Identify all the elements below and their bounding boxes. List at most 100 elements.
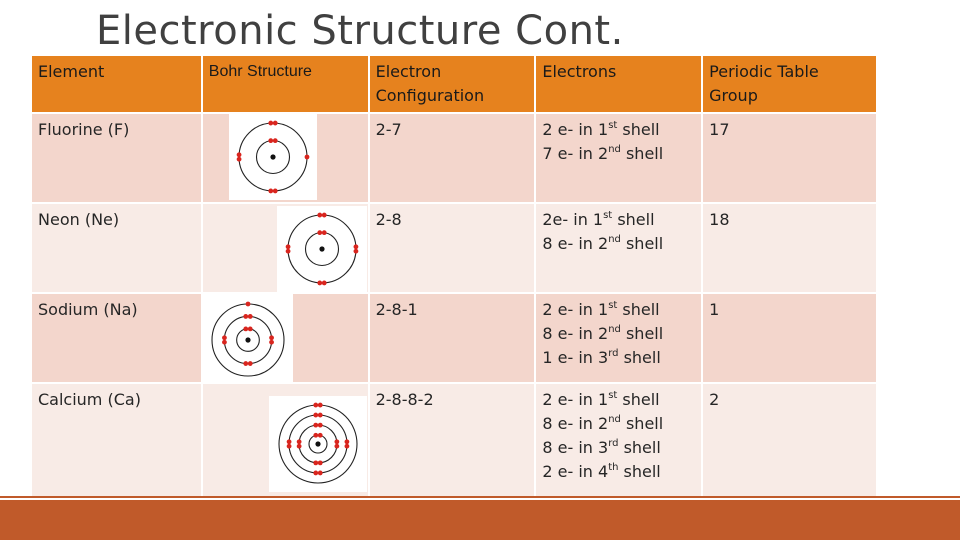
shell-line: 2 e- in 1st shell	[542, 119, 660, 139]
periodic-group: 17	[703, 114, 876, 202]
shell-line: 8 e- in 3rd shell	[542, 437, 661, 457]
electron	[334, 439, 340, 445]
electron	[317, 402, 323, 408]
electron	[286, 439, 292, 445]
electron	[313, 460, 318, 466]
electron	[317, 422, 323, 428]
bohr-cell	[202, 204, 368, 292]
electron	[286, 443, 292, 449]
electron	[221, 339, 227, 345]
table-row: Fluorine (F) 2-7 2 e- in 1st shell 7 e- …	[32, 114, 876, 202]
header-bohr-structure: Bohr Structure	[202, 56, 368, 112]
header-element: Element	[32, 56, 201, 112]
table-row: Neon (Ne) 2-8 2e- in 1st shell 8 e- in 2…	[32, 204, 876, 292]
header-row: Element Bohr Structure Electron Configur…	[32, 56, 876, 112]
electron	[296, 443, 302, 449]
electron	[285, 244, 291, 250]
electron	[285, 248, 291, 254]
electrons-description: 2e- in 1st shell 8 e- in 2nd shell	[536, 204, 702, 292]
electron	[243, 326, 248, 332]
nucleus	[270, 154, 276, 160]
bohr-diagram-neon	[276, 206, 367, 292]
electron	[317, 412, 323, 418]
footer-rule	[0, 496, 960, 498]
bohr-diagram-calcium	[268, 396, 367, 492]
bohr-cell	[202, 114, 368, 202]
periodic-group: 1	[703, 294, 876, 382]
electronic-structure-table: Element Bohr Structure Electron Configur…	[30, 54, 878, 498]
electrons-description: 2 e- in 1st shell 8 e- in 2nd shell 1 e-…	[536, 294, 702, 382]
electron	[268, 138, 273, 144]
electron	[313, 412, 318, 418]
shell-line: 8 e- in 2nd shell	[542, 233, 664, 253]
electron	[243, 314, 248, 319]
electron	[334, 443, 340, 449]
electron	[268, 335, 274, 341]
element-name: Neon (Ne)	[32, 204, 201, 292]
table-row: Sodium (Na) 2-8-1 2 e- in 1st shell 8 e-…	[32, 294, 876, 386]
electron	[247, 361, 253, 366]
electron	[304, 154, 310, 160]
electron	[321, 212, 327, 218]
element-name: Calcium (Ca)	[32, 384, 201, 496]
shell-line: 8 e- in 2nd shell	[542, 323, 664, 343]
shell-line: 8 e- in 2nd shell	[542, 413, 664, 433]
electron	[247, 314, 253, 319]
element-name: Fluorine (F)	[32, 114, 201, 202]
header-periodic-table-group: Periodic Table Group	[703, 56, 876, 112]
electron	[272, 120, 278, 126]
electron	[221, 335, 227, 341]
electron-configuration: 2-7	[369, 114, 535, 202]
slide-title: Electronic Structure Cont.	[96, 8, 624, 54]
nucleus	[319, 246, 325, 252]
bohr-diagram-fluorine	[228, 114, 317, 200]
electron	[321, 230, 327, 236]
electron	[268, 188, 273, 194]
electron	[344, 443, 350, 449]
electron	[313, 432, 318, 438]
electron	[353, 244, 359, 250]
shell-line: 7 e- in 2nd shell	[542, 143, 664, 163]
electron	[317, 470, 323, 476]
electron	[353, 248, 359, 254]
electron	[247, 326, 253, 332]
bohr-cell	[202, 294, 368, 386]
electron	[236, 156, 242, 162]
electron	[317, 280, 322, 286]
electron	[243, 361, 248, 366]
electron	[344, 439, 350, 445]
electron	[245, 301, 251, 307]
shell-line: 2 e- in 4th shell	[542, 461, 661, 481]
electrons-description: 2 e- in 1st shell 7 e- in 2nd shell	[536, 114, 702, 202]
electron	[317, 432, 323, 438]
footer-band	[0, 500, 960, 540]
electron	[272, 188, 278, 194]
electron	[317, 212, 322, 218]
header-electrons: Electrons	[536, 56, 702, 112]
electron	[296, 439, 302, 445]
table-row: Calcium (Ca) 2-8-8-2 2 e- in 1st shell 8…	[32, 384, 876, 496]
electron	[317, 230, 322, 236]
electron-configuration: 2-8	[369, 204, 535, 292]
header-electron-configuration: Electron Configuration	[369, 56, 535, 112]
periodic-group: 18	[703, 204, 876, 292]
bohr-cell	[202, 384, 368, 496]
electron	[313, 470, 318, 476]
shell-line: 2 e- in 1st shell	[542, 389, 660, 409]
nucleus	[315, 441, 321, 447]
shell-line: 1 e- in 3rd shell	[542, 347, 661, 367]
shell-line: 2e- in 1st shell	[542, 209, 655, 229]
electron	[268, 120, 273, 126]
electron	[272, 138, 278, 144]
periodic-group: 2	[703, 384, 876, 496]
nucleus	[245, 337, 251, 343]
electron	[236, 152, 242, 158]
shell-line: 2 e- in 1st shell	[542, 299, 660, 319]
electrons-description: 2 e- in 1st shell 8 e- in 2nd shell 8 e-…	[536, 384, 702, 496]
bohr-diagram-sodium	[202, 294, 293, 386]
electron	[317, 460, 323, 466]
electron	[313, 422, 318, 428]
electron-configuration: 2-8-1	[369, 294, 535, 382]
electron	[268, 339, 274, 345]
element-name: Sodium (Na)	[32, 294, 201, 382]
